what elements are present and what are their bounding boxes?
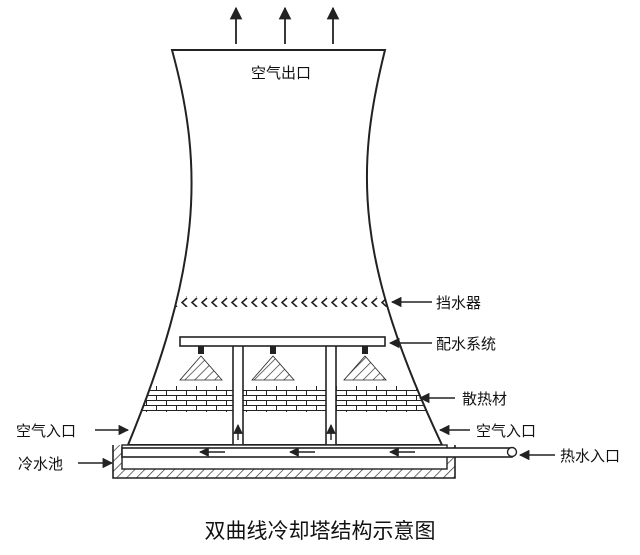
hot-water-inlet-label: 热水入口 (560, 447, 620, 465)
tower-shell (126, 49, 444, 446)
air-outlet-arrows (229, 6, 340, 44)
leader-arrows (78, 296, 555, 469)
cold-water-basin-label: 冷水池 (18, 455, 63, 473)
drift-eliminator-band (128, 296, 442, 307)
distribution-header (179, 336, 386, 347)
riser-flow-arrows (233, 424, 336, 440)
air-outlet-label: 空气出口 (251, 64, 311, 82)
nozzles (198, 346, 368, 354)
water-sprays (179, 355, 387, 381)
pipe-flange (506, 446, 518, 458)
fill-band (128, 386, 442, 412)
air-inlet-right-label: 空气入口 (476, 422, 536, 440)
hot-water-pipe (121, 447, 513, 458)
air-inlet-left-label: 空气入口 (16, 422, 76, 440)
water-distribution-label: 配水系统 (436, 335, 496, 353)
fill-material-label: 散热材 (462, 390, 507, 408)
diagram-caption: 双曲线冷却塔结构示意图 (205, 519, 436, 543)
tower-interior (128, 296, 442, 412)
drift-eliminator-label: 挡水器 (436, 294, 481, 312)
